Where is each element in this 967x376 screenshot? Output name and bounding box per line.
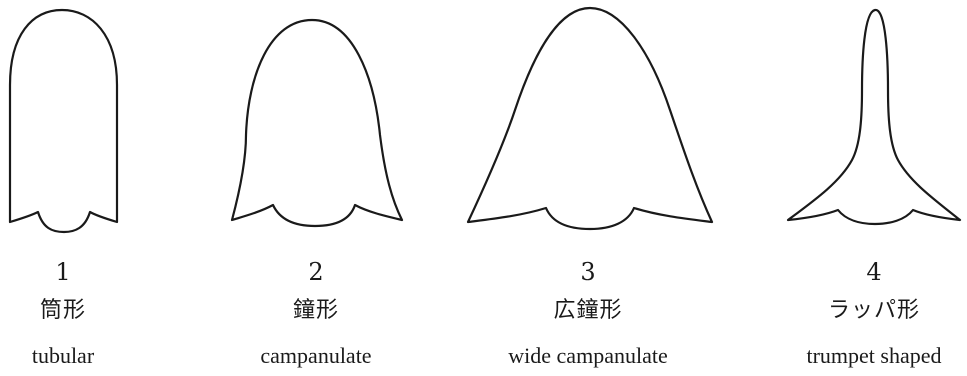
shape-4-japanese-name: ラッパ形: [827, 298, 920, 323]
shape-4-english-name: trumpet shaped: [806, 343, 942, 368]
shape-1-japanese-name: 筒形: [39, 298, 86, 323]
shape-3-english-name: wide campanulate: [508, 343, 668, 368]
shape-4-number: 4: [866, 258, 882, 286]
shape-2-japanese-name: 鐘形: [292, 298, 339, 323]
trumpet-shaped-shape: [786, 8, 962, 226]
campanulate-shape: [230, 18, 404, 228]
shape-2-english-name: campanulate: [260, 343, 372, 368]
tubular-shape: [8, 8, 119, 234]
shape-3-japanese-name: 広鐘形: [553, 298, 623, 323]
wide-campanulate-shape: [466, 6, 714, 231]
shape-2-number: 2: [308, 258, 324, 286]
shape-3-number: 3: [580, 258, 596, 286]
shape-1-number: 1: [55, 258, 71, 286]
shape-1-english-name: tubular: [31, 343, 95, 368]
